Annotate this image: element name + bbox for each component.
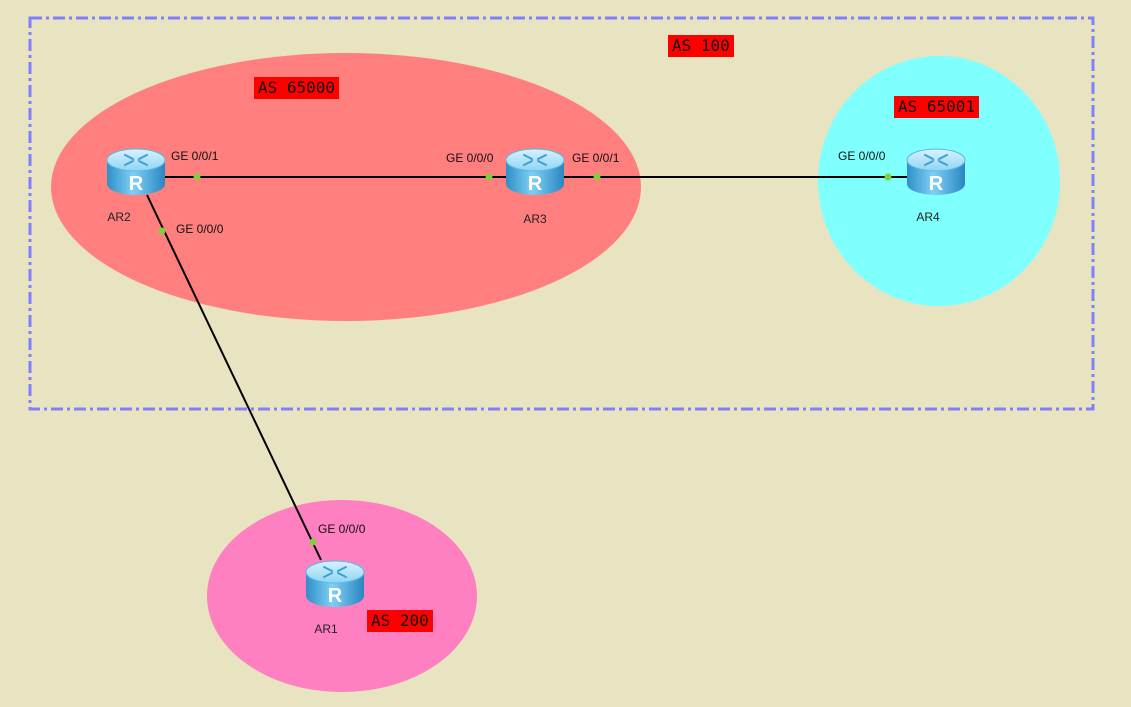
port-dot-ar3-ge000[interactable] (485, 173, 493, 181)
svg-text:R: R (528, 173, 543, 195)
port-label-ar4-ge000: GE 0/0/0 (838, 149, 886, 163)
as200-label: AS 200 (367, 610, 433, 632)
as100-label: AS 100 (668, 35, 734, 57)
link-ar2-ar1[interactable] (146, 194, 322, 561)
port-dot-ar4-ge000[interactable] (884, 173, 892, 181)
router-icon: R (906, 148, 966, 195)
router-name-ar2: AR2 (107, 210, 131, 224)
as65000-label: AS 65000 (254, 77, 340, 99)
router-icon: R (305, 560, 365, 607)
port-dot-ar2-ge000[interactable] (158, 227, 166, 235)
port-label-ar3-ge001: GE 0/0/1 (572, 151, 620, 165)
router-icon: R (106, 148, 166, 195)
router-name-ar1: AR1 (314, 622, 338, 636)
port-dot-ar2-ge001[interactable] (193, 173, 201, 181)
port-label-ar3-ge000: GE 0/0/0 (446, 151, 494, 165)
router-ar1[interactable]: R (304, 558, 366, 610)
port-label-ar2-ge000: GE 0/0/0 (176, 222, 224, 236)
port-dot-ar1-ge000[interactable] (309, 538, 317, 546)
router-ar4[interactable]: R (905, 146, 967, 198)
router-name-ar4: AR4 (916, 210, 940, 224)
svg-text:R: R (328, 585, 343, 607)
as65000-area (51, 53, 641, 321)
svg-text:R: R (929, 173, 944, 195)
as65001-label: AS 65001 (894, 96, 980, 118)
port-label-ar2-ge001: GE 0/0/1 (171, 149, 219, 163)
svg-text:R: R (129, 173, 144, 195)
router-ar3[interactable]: R (504, 146, 566, 198)
as100-boundary (28, 16, 1095, 411)
router-icon: R (505, 148, 565, 195)
port-dot-ar3-ge001[interactable] (593, 173, 601, 181)
router-name-ar3: AR3 (523, 212, 547, 226)
port-label-ar1-ge000: GE 0/0/0 (318, 522, 366, 536)
router-ar2[interactable]: R (105, 146, 167, 198)
